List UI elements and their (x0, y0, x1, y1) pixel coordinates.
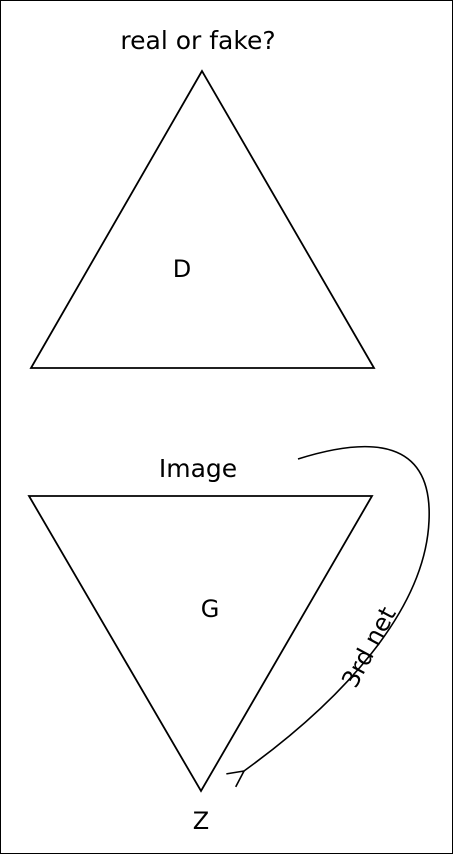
generator-input-label: Z (193, 807, 209, 835)
feedback-arrow-label: 3rd net (336, 602, 402, 692)
generator-triangle (27, 495, 374, 793)
feedback-arrow (244, 445, 430, 771)
generator-output-caption: Image (159, 454, 237, 483)
generator-letter: G (201, 595, 220, 623)
discriminator-letter: D (173, 255, 191, 283)
discriminator-caption: real or fake? (120, 26, 275, 55)
discriminator-triangle (29, 69, 376, 369)
